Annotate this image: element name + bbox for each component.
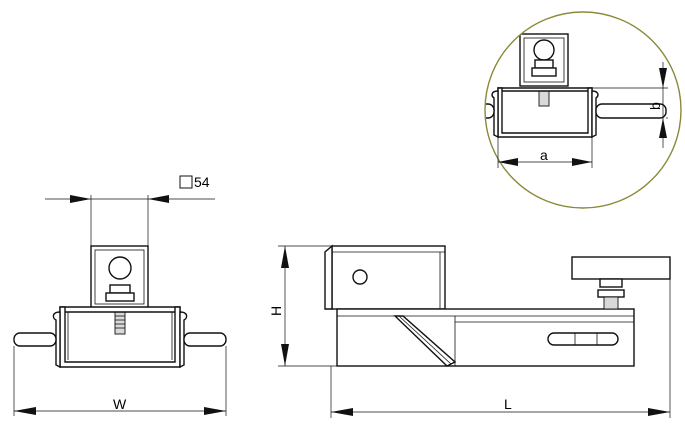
front-view xyxy=(13,245,227,369)
width-label: W xyxy=(113,396,127,412)
height-dimension: H xyxy=(268,245,337,367)
threaded-stud xyxy=(114,311,126,335)
detail-circle xyxy=(484,11,682,209)
height-label: H xyxy=(268,306,284,316)
length-label: L xyxy=(504,396,512,412)
length-dimension: L xyxy=(330,279,671,418)
square-symbol-icon xyxy=(179,175,193,189)
side-view xyxy=(324,244,671,367)
square-dimension: 54 xyxy=(45,174,215,246)
detail-b-label: b xyxy=(647,102,663,110)
detail-a-label: a xyxy=(540,147,548,163)
square-size-label: 54 xyxy=(194,174,210,190)
detail-view: a b xyxy=(484,11,682,209)
width-dimension: W xyxy=(13,346,227,416)
